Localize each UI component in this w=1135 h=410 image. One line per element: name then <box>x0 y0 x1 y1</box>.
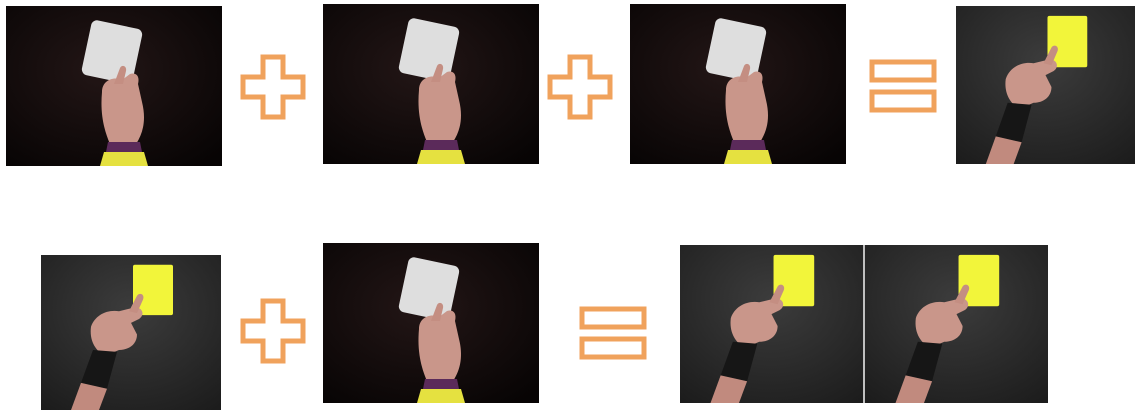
equals-icon <box>868 58 938 114</box>
white-card-icon <box>630 4 846 164</box>
yellow-card-photo-1 <box>41 255 221 410</box>
yellow-card-icon <box>956 6 1135 164</box>
white-card-photo-3 <box>630 4 846 164</box>
equals-icon <box>578 305 648 361</box>
white-card-icon <box>6 6 222 166</box>
yellow-card-icon <box>680 245 863 403</box>
yellow-card-icon <box>865 245 1048 403</box>
plus-icon <box>545 52 615 122</box>
plus-icon <box>238 52 308 122</box>
white-card-icon <box>323 243 539 403</box>
yellow-card-photo-result-1 <box>680 245 863 403</box>
yellow-card-photo-result-2 <box>865 245 1048 403</box>
yellow-card-photo-result <box>956 6 1135 164</box>
white-card-photo-1 <box>6 6 222 166</box>
plus-icon <box>238 296 308 366</box>
white-card-icon <box>323 4 539 164</box>
yellow-card-icon <box>41 255 221 410</box>
white-card-photo-2 <box>323 4 539 164</box>
white-card-photo-4 <box>323 243 539 403</box>
